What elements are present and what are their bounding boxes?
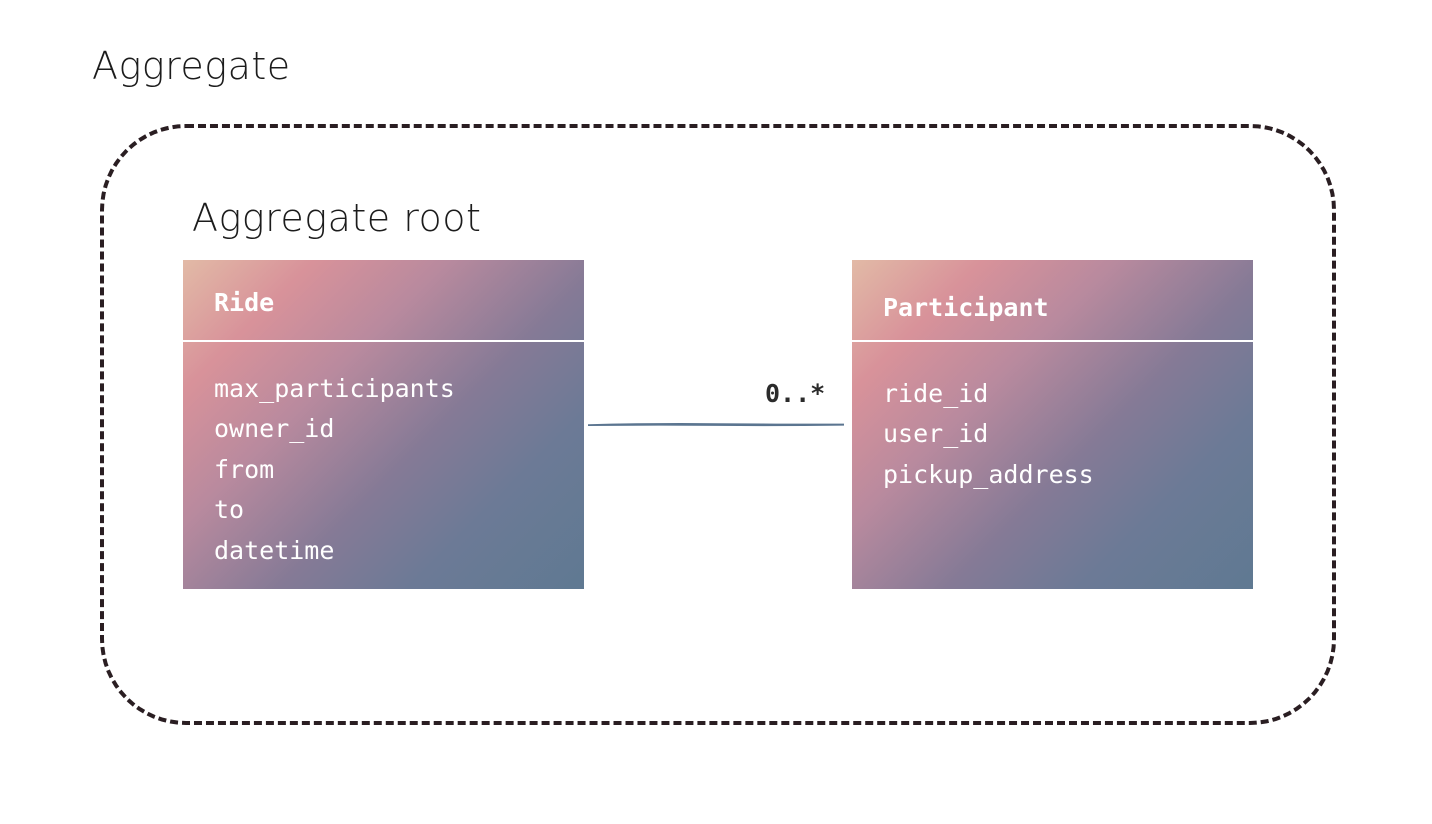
attribute-user-id: user_id bbox=[883, 419, 989, 449]
attribute-datetime: datetime bbox=[214, 535, 335, 565]
entity-ride-name: Ride bbox=[214, 288, 275, 317]
entity-participant-header: Participant bbox=[852, 260, 1253, 342]
aggregate-root-label: Aggregate root bbox=[192, 196, 482, 240]
entity-participant-name: Participant bbox=[883, 293, 1049, 322]
attribute-max-participants: max_participants bbox=[214, 374, 455, 403]
attribute-owner-id: owner_id bbox=[214, 414, 335, 444]
attribute-ride-id: ride_id bbox=[883, 379, 989, 408]
attribute-pickup-address: pickup_address bbox=[883, 459, 1094, 489]
relationship-line bbox=[588, 423, 844, 427]
attribute-from: from bbox=[214, 454, 275, 484]
relationship-multiplicity: 0..* bbox=[765, 379, 826, 408]
aggregate-label: Aggregate bbox=[92, 44, 291, 88]
entity-ride-attributes: max_participants owner_id from to dateti… bbox=[214, 369, 455, 571]
entity-participant-attributes: ride_id user_id pickup_address bbox=[883, 374, 1094, 495]
attribute-to: to bbox=[214, 495, 245, 525]
entity-participant[interactable]: Participant ride_id user_id pickup_addre… bbox=[852, 260, 1253, 589]
aggregate-boundary bbox=[100, 124, 1336, 725]
entity-ride[interactable]: Ride max_participants owner_id from to d… bbox=[183, 260, 584, 589]
entity-ride-header: Ride bbox=[183, 260, 584, 342]
relationship-connector bbox=[588, 423, 844, 427]
